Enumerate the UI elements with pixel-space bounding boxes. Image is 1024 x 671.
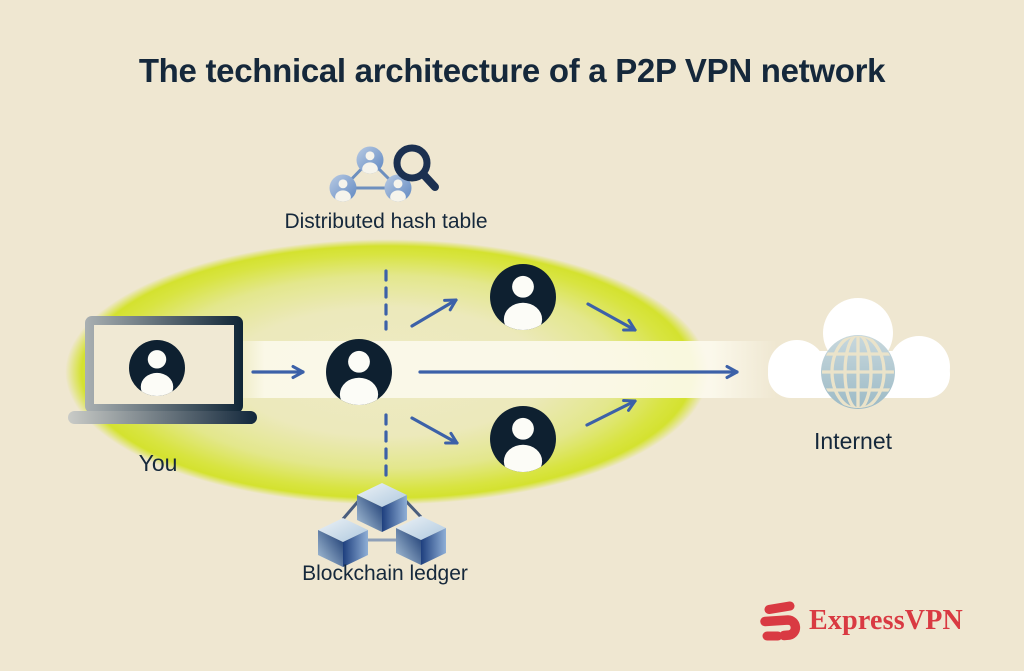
globe-icon bbox=[821, 335, 895, 409]
laptop-user-icon bbox=[68, 316, 257, 424]
cube-top bbox=[357, 483, 407, 532]
brand-name: ExpressVPN bbox=[809, 605, 963, 636]
arrow-peer-to-top-peer bbox=[410, 298, 458, 328]
you-label: You bbox=[138, 450, 178, 476]
tunnel-beam bbox=[232, 341, 777, 398]
internet-label: Internet bbox=[814, 428, 892, 454]
blockchain-label: Blockchain ledger bbox=[302, 562, 468, 585]
page-title: The technical architecture of a P2P VPN … bbox=[138, 52, 886, 89]
arrow-peer-to-bottom-peer bbox=[410, 416, 459, 445]
cloud-globe-icon bbox=[768, 298, 950, 409]
dht-label: Distributed hash table bbox=[284, 210, 488, 233]
arrow-bottom-peer-to-internet bbox=[585, 399, 637, 427]
peer-bottom-user-icon bbox=[490, 406, 556, 472]
expressvpn-logo-icon bbox=[760, 601, 801, 641]
magnifier-icon bbox=[393, 144, 439, 191]
arrow-top-peer-to-internet bbox=[586, 302, 637, 332]
cube-left bbox=[318, 518, 368, 567]
cloud-icon bbox=[768, 298, 950, 398]
dht-network-search-icon bbox=[318, 144, 439, 210]
blockchain-cubes-icon bbox=[318, 483, 446, 567]
peer-top-user-icon bbox=[490, 264, 556, 330]
peer-center-user-icon bbox=[326, 339, 392, 405]
cube-right bbox=[396, 516, 446, 565]
